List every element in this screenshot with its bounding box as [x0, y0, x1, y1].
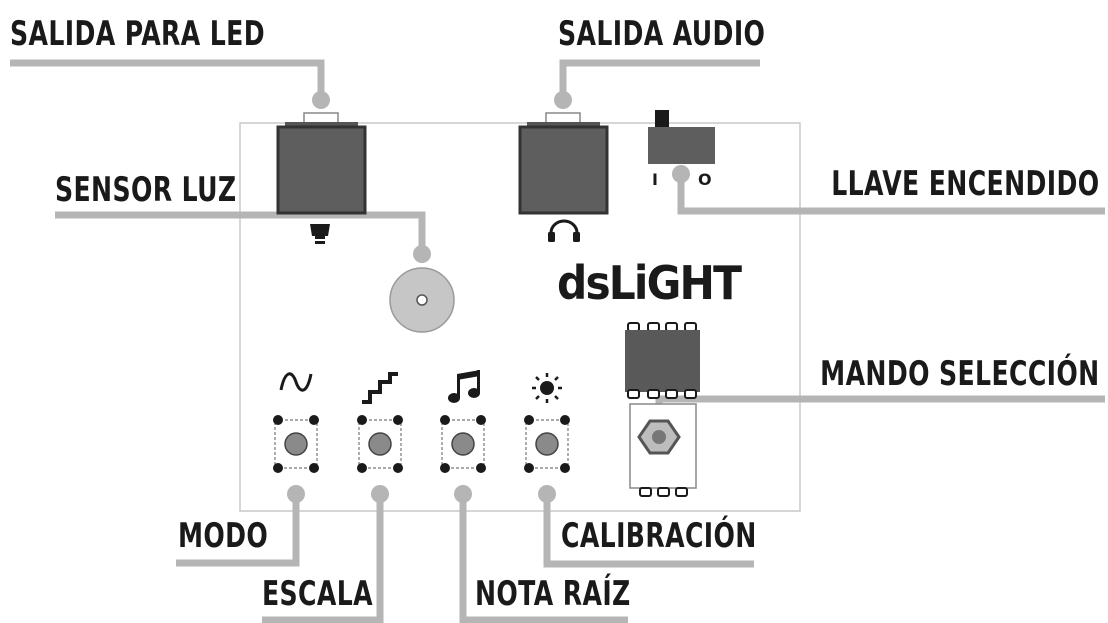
button-nota-raiz	[440, 415, 486, 473]
leader-salida-audio	[559, 59, 760, 100]
leader-salida-led	[10, 59, 325, 100]
label-sensor-luz: SENSOR LUZ	[55, 170, 237, 210]
button-modo	[273, 415, 319, 473]
leader-lines	[10, 59, 1105, 623]
music-note-icon	[448, 370, 480, 403]
leader-modo	[176, 494, 300, 567]
label-llave-encendido: LLAVE ENCENDIDO	[831, 164, 1100, 204]
sine-wave-icon	[279, 372, 313, 392]
sun-icon	[532, 373, 562, 403]
audio-output-jack	[518, 112, 609, 215]
brand-logo: dsLiGHT	[557, 256, 742, 310]
staircase-icon	[362, 372, 398, 404]
label-salida-audio: SALIDA AUDIO	[558, 14, 766, 54]
switch-mark-on: I	[652, 170, 658, 189]
label-escala: ESCALA	[262, 574, 373, 614]
label-salida-para-led: SALIDA PARA LED	[10, 14, 265, 54]
button-escala	[357, 415, 403, 473]
switch-mark-off: O	[698, 170, 712, 189]
led-bulb-icon	[310, 224, 330, 244]
led-output-jack	[276, 112, 367, 215]
label-mando-seleccion: MANDO SELECCIÓN	[820, 354, 1100, 394]
label-calibracion: CALIBRACIÓN	[561, 516, 757, 556]
headphones-icon	[548, 219, 580, 242]
label-modo: MODO	[178, 516, 269, 556]
button-calibracion	[524, 415, 570, 473]
label-nota-raiz: NOTA RAÍZ	[475, 574, 631, 614]
leader-nota-raiz	[459, 494, 628, 623]
leader-calibracion	[543, 494, 754, 568]
leader-dots	[287, 91, 690, 503]
selector-potentiometer	[629, 403, 697, 497]
power-switch	[648, 110, 715, 164]
ic-chip	[625, 322, 700, 399]
light-sensor	[389, 267, 455, 333]
leader-escala	[262, 494, 384, 623]
leader-llave-encendido	[677, 174, 1105, 215]
leader-sensor-luz	[55, 211, 426, 254]
